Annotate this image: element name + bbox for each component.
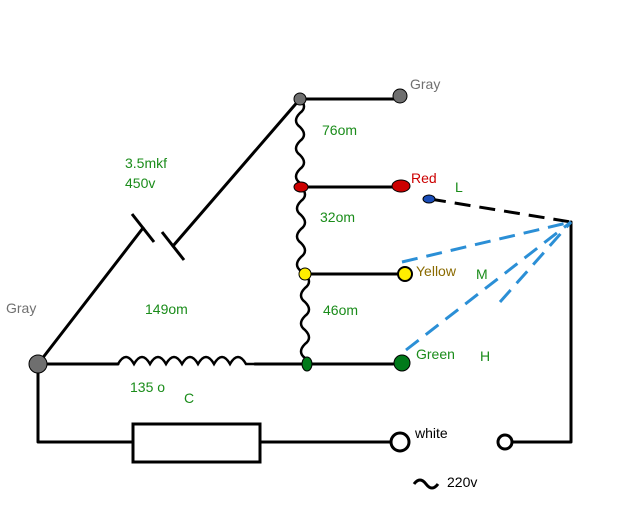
capacitor-wire-upper <box>171 97 302 248</box>
label-capacitor-voltage: 450v <box>125 175 155 191</box>
return-wire <box>505 220 573 444</box>
switch-terminal <box>496 433 514 451</box>
label-r46: 46om <box>323 302 358 318</box>
gray-terminal-left <box>28 354 48 374</box>
coil-76om <box>294 98 306 188</box>
label-r135-sub: C <box>184 390 194 406</box>
label-green: Green <box>416 346 455 362</box>
top-junction-node <box>293 92 307 106</box>
capacitor-plate-a <box>130 213 156 243</box>
label-speed-h: H <box>480 348 490 364</box>
yellow-terminal <box>397 266 413 282</box>
speed-line-medium-upper <box>401 220 572 264</box>
ac-symbol-icon <box>412 478 440 490</box>
speed-line-medium-lower <box>498 221 573 303</box>
green-terminal <box>393 354 411 372</box>
blue-terminal <box>422 194 436 204</box>
label-red: Red <box>411 170 437 186</box>
capacitor-plate-b <box>160 231 186 261</box>
label-gray-left: Gray <box>6 300 36 316</box>
label-gray-top: Gray <box>410 76 440 92</box>
label-r76: 76om <box>322 122 357 138</box>
thermal-fuse <box>131 422 262 464</box>
label-r32: 32om <box>320 209 355 225</box>
gray-terminal-top <box>392 88 408 104</box>
label-r135: 135 o <box>130 379 165 395</box>
label-supply-voltage: 220v <box>447 474 477 490</box>
red-junction-node <box>293 181 309 193</box>
speed-line-low <box>429 197 572 224</box>
label-yellow: Yellow <box>416 263 457 279</box>
coil-149om <box>116 355 255 367</box>
capacitor-wire-lower <box>36 226 145 366</box>
label-capacitor-value: 3.5mkf <box>125 155 167 171</box>
green-junction-node <box>301 356 313 372</box>
label-speed-m: M <box>476 266 488 282</box>
coil-32om <box>295 186 307 275</box>
yellow-junction-node <box>298 267 312 281</box>
label-r149: 149om <box>145 301 188 317</box>
white-terminal <box>389 431 411 453</box>
red-terminal <box>391 179 411 193</box>
label-white: white <box>414 425 448 441</box>
speed-line-high <box>405 220 572 352</box>
coil-46om <box>299 273 311 364</box>
bottom-loop-wire <box>36 362 402 444</box>
label-speed-l: L <box>455 179 463 195</box>
